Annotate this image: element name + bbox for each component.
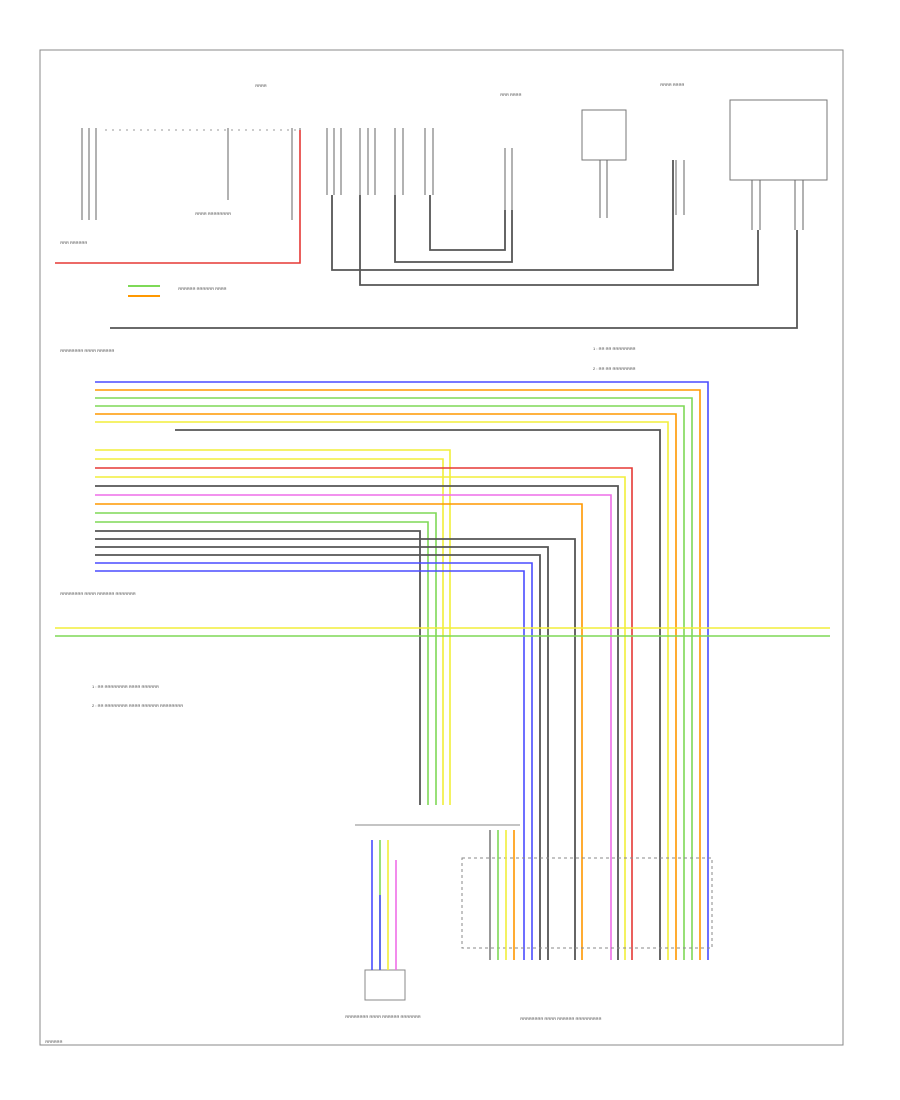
wire-violet-1 [95, 494, 612, 960]
wire-gray-2 [95, 485, 619, 960]
left-block-label: ЯЯЯЯЯЯ ЯЯЯЯЯЯ ЯЯЯЯ [178, 286, 227, 291]
bottom-left-module [364, 969, 406, 1001]
wire-yellow-1 [95, 421, 669, 960]
wire-gray-3 [95, 530, 421, 805]
wire-gray-4 [95, 538, 576, 960]
wire-gray-5 [95, 546, 549, 960]
bottom-left-block-label: ЯЯЯЯЯЯЯЯ ЯЯЯЯ ЯЯЯЯЯЯ ЯЯЯЯЯЯЯ [60, 591, 136, 596]
legend-mid-item-1: 1 : ЯЯ ЯЯЯЯЯЯЯЯ ЯЯЯЯ ЯЯЯЯЯЯ [92, 684, 159, 689]
legend-top-item-1: 1 : ЯЯ ЯЯ ЯЯЯЯЯЯЯЯ [593, 346, 636, 351]
bottom-left-wires [371, 840, 397, 970]
top-label: ЯЯЯЯ [255, 83, 267, 88]
diagram-frame [39, 49, 844, 1046]
wire-gray-bus-5 [110, 230, 798, 329]
wire-yellow-2 [95, 449, 451, 805]
top-mid-connectors [326, 128, 804, 230]
wire-orange-2 [95, 413, 677, 960]
module-label-3: ЯЯЯ ЯЯЯЯ [500, 92, 521, 97]
bottom-left-module-label: ЯЯЯЯЯЯЯЯ ЯЯЯЯ ЯЯЯЯЯЯ ЯЯЯЯЯЯЯ [345, 1014, 421, 1019]
footer-ref: ЯЯЯЯЯЯ [45, 1039, 62, 1044]
wire-red-top [55, 130, 301, 264]
top-left-connectors [81, 128, 301, 220]
wire-gray-bus-3 [429, 195, 506, 251]
wire-gray-bus-2 [394, 195, 513, 263]
module-label-4: ЯЯЯЯ ЯЯЯЯ [660, 82, 684, 87]
wire-gray-bus-4 [359, 195, 759, 286]
module-box-2 [729, 99, 828, 181]
wire-red-1 [95, 467, 633, 960]
wire-green-1 [95, 397, 693, 960]
module-label-1: ЯЯЯ ЯЯЯЯЯЯ [60, 240, 87, 245]
wire-yellow-4 [95, 476, 626, 960]
wire-blue-2 [95, 562, 533, 960]
wire-gray-1 [175, 429, 661, 960]
module-label-2: ЯЯЯЯ ЯЯЯЯЯЯЯЯ [195, 211, 231, 216]
legend-mid-item-2: 2 : ЯЯ ЯЯЯЯЯЯЯЯ ЯЯЯЯ ЯЯЯЯЯЯ ЯЯЯЯЯЯЯЯ [92, 703, 183, 708]
module-box-1 [581, 109, 627, 161]
bottom-right-wires [489, 830, 515, 960]
mid-block-label: ЯЯЯЯЯЯЯЯ ЯЯЯЯ ЯЯЯЯЯЯ [60, 348, 114, 353]
wire-green-3 [95, 512, 437, 805]
wire-orange-1 [95, 389, 701, 960]
bottom-right-module-label: ЯЯЯЯЯЯЯЯ ЯЯЯЯ ЯЯЯЯЯЯ ЯЯЯЯЯЯЯЯЯ [520, 1016, 601, 1021]
wire-blue-3 [95, 570, 525, 960]
wire-gray-6 [95, 554, 541, 960]
legend-top-item-2: 2 : ЯЯ ЯЯ ЯЯЯЯЯЯЯЯ [593, 366, 636, 371]
wire-orange-3 [95, 503, 583, 960]
bottom-right-module [461, 857, 713, 949]
wire-green-4 [95, 521, 429, 805]
wire-yellow-3 [95, 458, 444, 805]
wire-green-2 [95, 405, 685, 960]
wire-blue-1 [95, 381, 709, 960]
wire-gray-bus-1 [331, 160, 674, 271]
